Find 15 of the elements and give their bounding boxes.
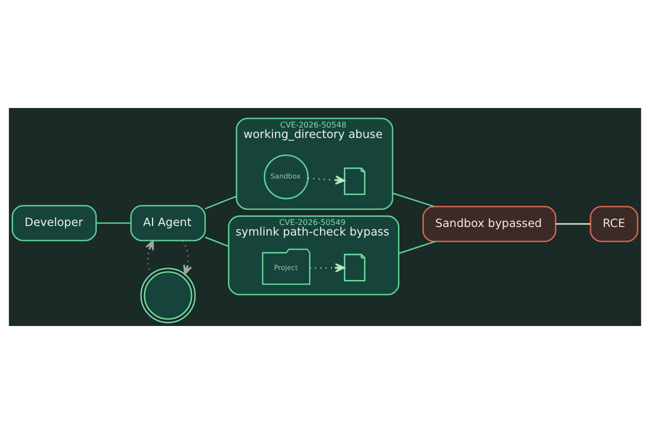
connector (204, 236, 229, 247)
connector (398, 240, 436, 254)
arrow (145, 240, 154, 274)
connector (556, 222, 590, 224)
connector (392, 192, 434, 207)
node-box: Sandbox bypassed (422, 205, 556, 242)
node-box: RCE (590, 205, 638, 242)
node-box: Developer (12, 204, 97, 241)
node-picture (140, 267, 196, 323)
connector (96, 222, 131, 224)
arrow (310, 262, 346, 272)
connector (204, 195, 237, 209)
arrow (308, 174, 346, 184)
node-box: AI Agent (130, 204, 206, 241)
arrow (182, 240, 192, 274)
